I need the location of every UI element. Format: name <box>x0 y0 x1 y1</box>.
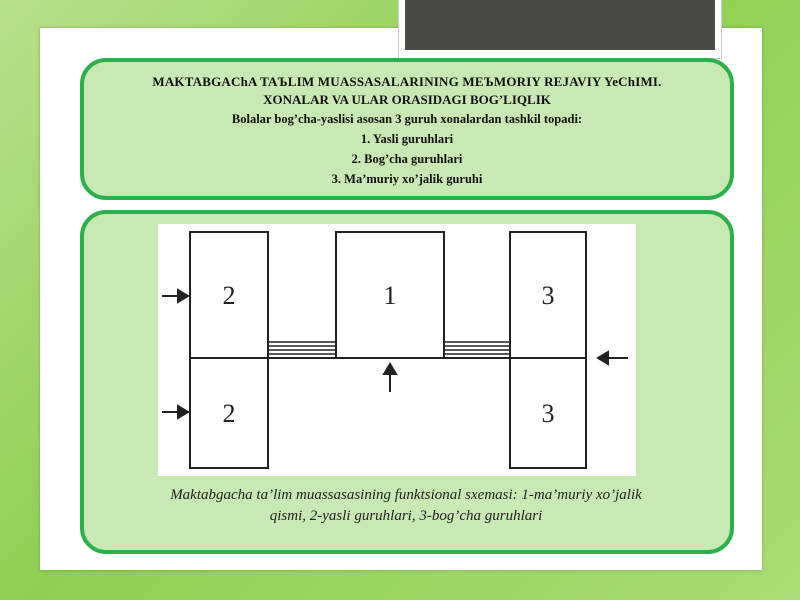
room-label: 2 <box>223 281 236 310</box>
room-left-bottom <box>189 357 269 469</box>
connector-left <box>268 341 336 355</box>
caption-line-1: Maktabgacha ta’lim muassasasining funkts… <box>170 487 642 503</box>
entry-arrow-right <box>596 350 628 366</box>
list-item: 2. Bog’cha guruhlari <box>351 152 463 166</box>
top-tab-dark <box>405 0 715 50</box>
entry-arrow-left-top <box>162 288 190 304</box>
room-left-top <box>189 231 269 359</box>
list-item: 3. Ma’muriy xo’jalik guruhi <box>331 172 483 186</box>
title-line-1: MAKTABGAChA TAЪLIM MUASSASALARINING MEЪM… <box>152 74 662 89</box>
room-label: 1 <box>384 281 397 310</box>
caption-line-2: qismi, 2-yasli guruhlari, 3-bog’cha guru… <box>269 508 543 524</box>
entry-arrow-center <box>382 362 398 392</box>
connector-right <box>444 341 510 355</box>
title-line-2: XONALAR VA ULAR ORASIDAGI BOG’LIQLIK <box>263 92 551 107</box>
room-label: 3 <box>542 399 555 428</box>
title-panel: MAKTABGAChA TAЪLIM MUASSASALARINING MEЪM… <box>80 58 734 200</box>
room-label: 3 <box>542 281 555 310</box>
entry-arrow-left-bottom <box>162 404 190 420</box>
list-item: 1. Yasli guruhlari <box>360 132 454 146</box>
diagram-caption: Maktabgacha ta’lim muassasasining funkts… <box>96 485 716 527</box>
intro-text: Bolalar bog’cha-yaslisi asosan 3 guruh x… <box>231 112 583 126</box>
room-right-bottom <box>509 357 587 469</box>
room-label: 2 <box>223 399 236 428</box>
top-tab <box>398 0 722 59</box>
functional-scheme-diagram: 2 2 1 3 3 <box>158 224 636 476</box>
